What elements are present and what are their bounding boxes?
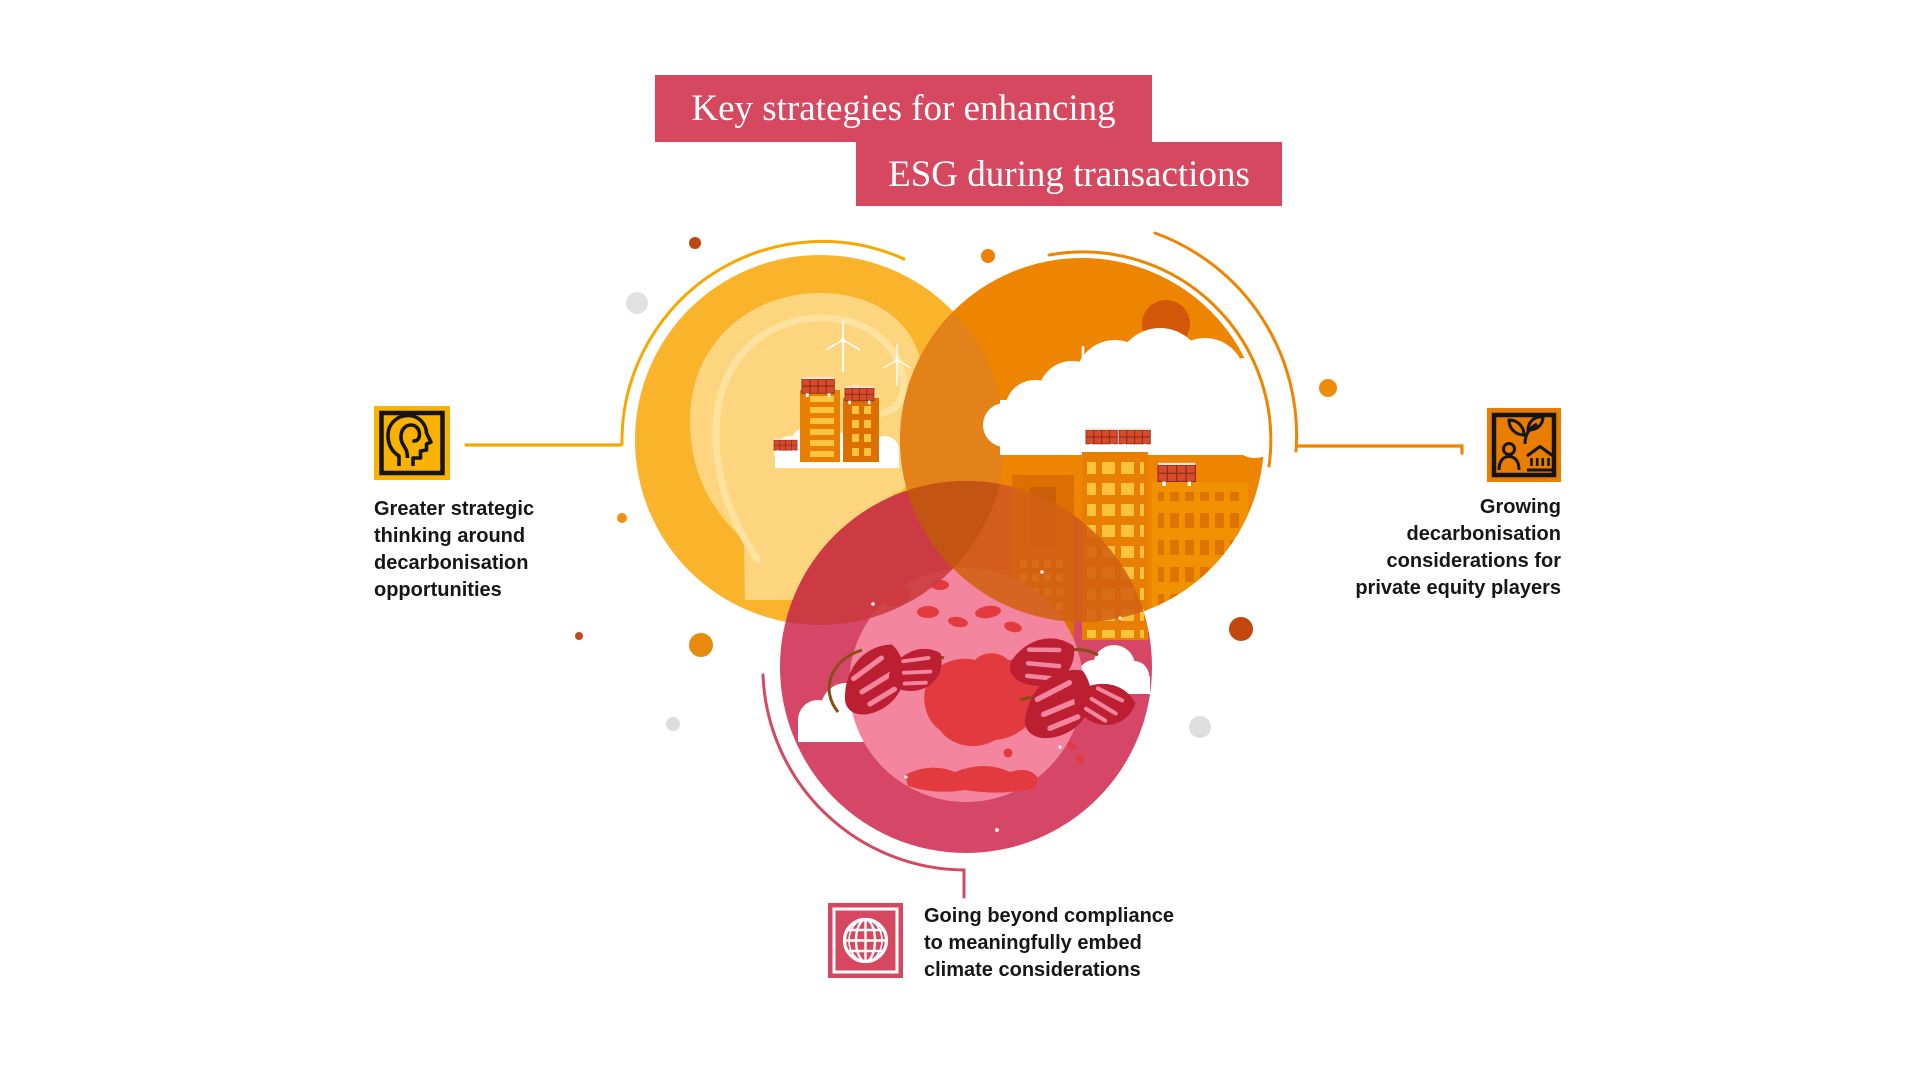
clouds [983, 328, 1264, 458]
head-brain-icon [374, 406, 450, 480]
title-banner-line2: ESG during transactions [856, 142, 1282, 206]
label-line: decarbonisation [374, 552, 529, 574]
decorative-dots [575, 237, 1337, 738]
label-climate-compliance: Going beyond compliance to meaningfully … [924, 903, 1244, 984]
label-strategic-thinking: Greater strategic thinking around decarb… [374, 496, 604, 604]
head-cityscape [773, 320, 912, 468]
connector-arc-right-outer [1153, 231, 1299, 453]
label-line: climate considerations [924, 959, 1141, 981]
title-text-line1: Key strategies for enhancing [691, 88, 1116, 129]
label-line: thinking around [374, 525, 526, 547]
globe-illustration [798, 568, 1150, 802]
label-line: opportunities [374, 579, 502, 601]
connector-line-right [1295, 444, 1464, 455]
connector-arc-right-inner [1047, 250, 1273, 468]
title-text-line2: ESG during transactions [888, 153, 1250, 195]
label-line: Going beyond compliance [924, 905, 1175, 927]
label-line: private equity players [1355, 577, 1561, 599]
label-private-equity: Growing decarbonisation considerations f… [1281, 494, 1561, 602]
connector-arc-left [620, 239, 906, 446]
label-line: to meaningfully embed [924, 932, 1142, 954]
person-institution-sprout-icon [1487, 408, 1561, 482]
star-specks [871, 570, 1122, 832]
label-line: Growing [1479, 496, 1561, 518]
label-line: decarbonisation [1406, 523, 1561, 545]
label-line: considerations for [1386, 550, 1561, 572]
title-banner-line1: Key strategies for enhancing [655, 75, 1152, 142]
globe-landmass [883, 580, 1085, 793]
globe-icon [828, 903, 903, 978]
label-line: Greater strategic [374, 498, 535, 520]
connector-arc-bottom [761, 673, 966, 899]
